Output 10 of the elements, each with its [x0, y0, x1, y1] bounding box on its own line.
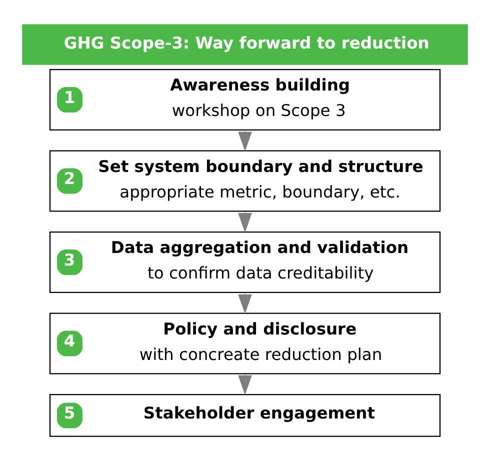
- node-box: 1 Awareness building workshop on Scope 3: [49, 68, 441, 130]
- node-box: 4 Policy and disclosure with concreate reduction plan: [49, 312, 441, 374]
- arrow: [238, 211, 252, 233]
- node-box: 5 Stakeholder engagement: [49, 394, 441, 437]
- arrow: [238, 374, 252, 396]
- node-box: 2 Set system boundary and structure appropriate metric, boundary, etc.: [49, 150, 441, 212]
- diagram-title: GHG Scope-3: Way forward to reduction: [64, 33, 430, 52]
- arrow: [238, 292, 252, 314]
- arrow: [238, 130, 252, 152]
- node-box: 3 Data aggregation and validation to confirm data creditability: [49, 231, 441, 293]
